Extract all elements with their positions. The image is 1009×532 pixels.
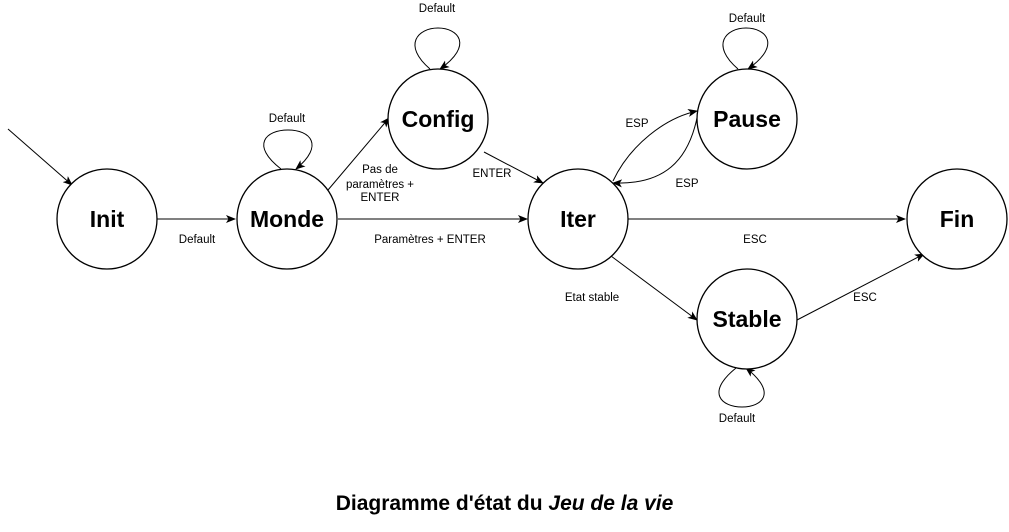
state-fin: Fin: [906, 168, 1008, 270]
diagram-caption: Diagramme d'état du Jeu de la vie: [0, 492, 1009, 516]
state-init-label: Init: [90, 206, 125, 232]
label-pause-self: Default: [729, 13, 766, 25]
edge-pause-self: [722, 27, 769, 70]
label-config-iter: ENTER: [473, 168, 512, 180]
edge-config-self: [414, 27, 461, 70]
edge-pause-iter: [612, 117, 698, 188]
label-monde-self: Default: [269, 113, 306, 125]
label-config-self: Default: [419, 3, 456, 15]
label-monde-iter: Paramètres + ENTER: [374, 234, 486, 246]
edge-monde-self: [263, 129, 313, 170]
label-monde-config-line-3: ENTER: [361, 192, 400, 204]
state-config-label: Config: [402, 106, 475, 132]
state-iter-label: Iter: [560, 206, 596, 232]
state-fin-label: Fin: [940, 206, 975, 232]
state-stable: Stable: [696, 268, 798, 370]
label-pause-iter: ESP: [675, 178, 698, 190]
state-config: Config: [387, 68, 489, 170]
state-pause-label: Pause: [713, 106, 781, 132]
label-monde-config-line-2: paramètres +: [346, 179, 414, 191]
state-monde: Monde: [236, 168, 338, 270]
label-iter-fin: ESC: [743, 234, 767, 246]
label-stable-self: Default: [719, 413, 756, 425]
state-init: Init: [56, 168, 158, 270]
state-stable-label: Stable: [712, 306, 781, 332]
label-iter-pause: ESP: [625, 118, 648, 130]
state-iter: Iter: [527, 168, 629, 270]
label-monde-config-line-1: Pas de: [362, 164, 398, 176]
edge-monde-config: [327, 117, 390, 191]
edge-stable-self: [718, 367, 765, 408]
label-stable-fin: ESC: [853, 292, 877, 304]
state-monde-label: Monde: [250, 206, 324, 232]
caption-prefix: Diagramme d'état du: [335, 492, 549, 515]
edge-config-iter: [483, 151, 544, 184]
caption-emphasis: Jeu de la vie: [548, 492, 674, 515]
edge-initial: [7, 128, 73, 186]
state-pause: Pause: [696, 68, 798, 170]
edge-iter-pause: [612, 109, 698, 182]
label-init-monde: Default: [179, 234, 216, 246]
label-iter-stable: Etat stable: [565, 292, 619, 304]
edge-stable-fin: [796, 253, 925, 321]
edge-iter-stable: [610, 255, 698, 321]
